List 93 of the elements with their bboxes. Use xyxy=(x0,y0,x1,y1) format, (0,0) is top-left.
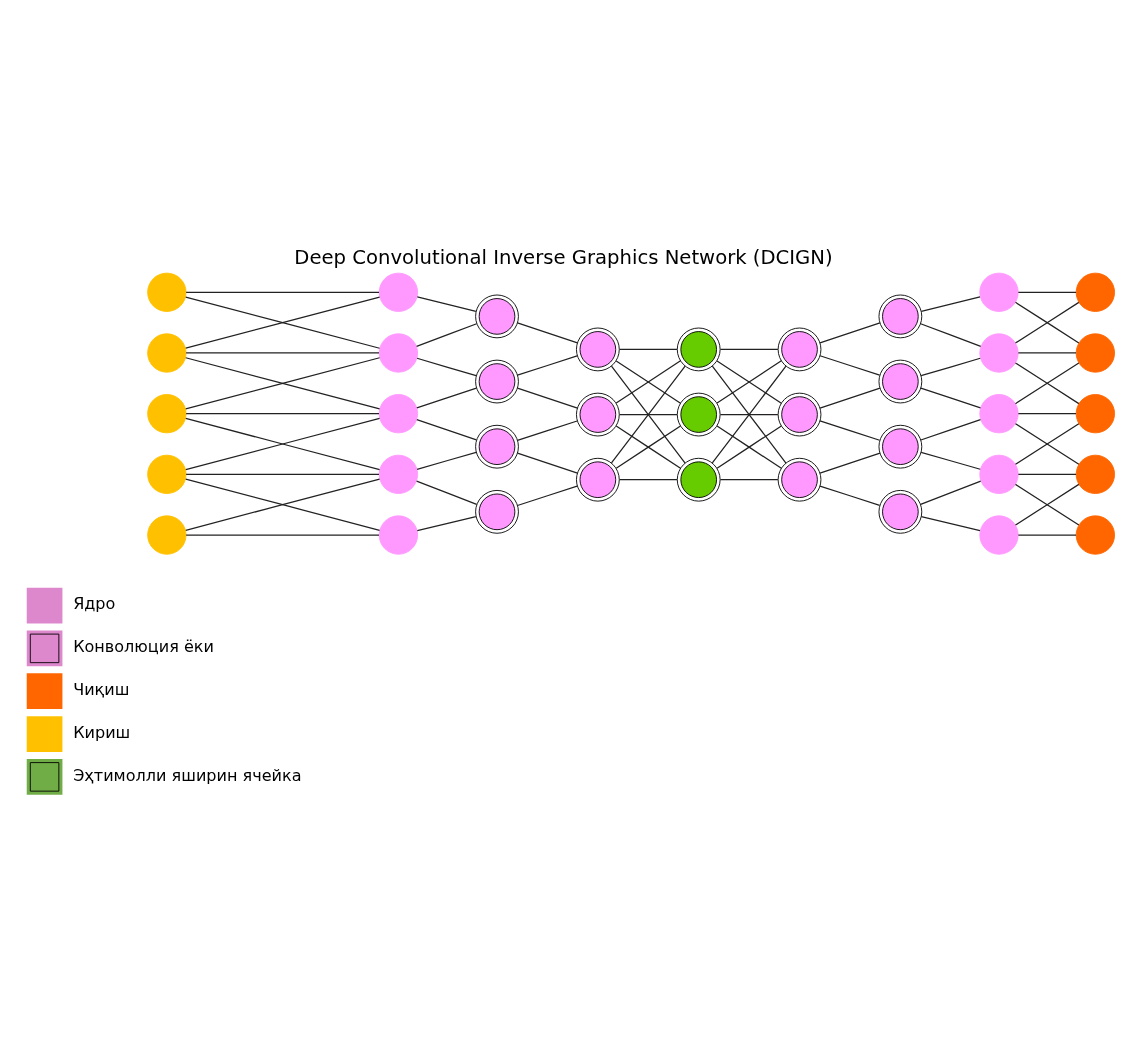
connector xyxy=(416,516,477,532)
connector xyxy=(516,322,579,344)
node-circle xyxy=(878,424,923,469)
node-circle xyxy=(1075,394,1115,434)
connector xyxy=(819,420,881,441)
connector xyxy=(1017,473,1077,475)
connector xyxy=(719,348,779,351)
connector xyxy=(1017,413,1077,415)
node-circle xyxy=(378,394,419,434)
connector xyxy=(716,425,782,469)
node-circle xyxy=(147,333,187,373)
node-circle xyxy=(979,272,1019,312)
node-circle xyxy=(676,392,721,437)
connector xyxy=(185,473,380,475)
connector xyxy=(416,387,477,409)
connector xyxy=(416,480,478,505)
connector xyxy=(185,478,381,531)
connector xyxy=(615,360,682,404)
node-circle xyxy=(378,454,419,494)
connector xyxy=(516,420,578,441)
connector xyxy=(920,357,981,377)
connector xyxy=(719,413,779,416)
connector xyxy=(618,348,678,351)
connector xyxy=(185,357,381,410)
node-circle xyxy=(378,272,419,312)
connector xyxy=(1017,291,1077,293)
node-circle xyxy=(378,333,419,373)
node-circle xyxy=(777,457,822,502)
connector xyxy=(1014,423,1080,465)
connector xyxy=(185,296,381,349)
node-circle xyxy=(1075,333,1115,373)
connector xyxy=(1017,352,1077,354)
connector xyxy=(185,291,380,293)
connector xyxy=(416,357,477,377)
connector xyxy=(416,419,477,441)
node-circle xyxy=(147,454,187,494)
connector xyxy=(185,352,380,354)
node-circle xyxy=(676,327,721,372)
connector xyxy=(920,419,982,441)
node-circle xyxy=(1075,272,1115,312)
connector xyxy=(1014,483,1080,526)
node-circle xyxy=(979,454,1019,494)
legend-label: Конволюция ёки xyxy=(73,637,214,657)
connector xyxy=(920,516,981,532)
connector xyxy=(185,413,380,415)
connector xyxy=(716,360,782,404)
diagram-title: Deep Convolutional Inverse Graphics Network (DCIGN) xyxy=(294,245,833,269)
node-circle xyxy=(777,392,822,437)
connector xyxy=(819,387,881,409)
connector xyxy=(610,365,686,464)
connector xyxy=(819,452,881,474)
connector xyxy=(1014,301,1080,344)
connector xyxy=(516,452,579,474)
node-circle xyxy=(979,333,1019,373)
connector xyxy=(1017,534,1077,536)
connector xyxy=(920,451,981,470)
node-circle xyxy=(147,515,187,555)
connector xyxy=(516,485,578,507)
connector xyxy=(416,323,478,348)
connector xyxy=(711,365,787,464)
node-circle xyxy=(676,457,721,502)
connector xyxy=(920,480,982,505)
node-circle xyxy=(147,272,187,312)
connector xyxy=(1014,362,1080,405)
connector xyxy=(615,425,682,469)
connector xyxy=(618,479,678,481)
node-circle xyxy=(979,515,1019,555)
connector xyxy=(416,296,477,312)
node-circle xyxy=(979,394,1019,434)
connector xyxy=(416,451,477,470)
node-circle xyxy=(1075,454,1115,494)
node-circle xyxy=(878,359,923,404)
connector xyxy=(185,534,380,536)
connector xyxy=(516,387,579,409)
node-circle xyxy=(878,294,923,339)
connector xyxy=(185,417,381,471)
connector xyxy=(516,355,578,376)
node-circle xyxy=(147,394,187,434)
connector xyxy=(819,355,881,376)
connector xyxy=(819,322,881,344)
legend-label: Эҳтимолли яширин ячейка xyxy=(73,765,302,785)
legend-label: Ядро xyxy=(73,594,116,614)
node-circle xyxy=(378,515,419,555)
node-circle xyxy=(777,327,822,372)
connector xyxy=(719,479,779,481)
connector xyxy=(920,323,982,348)
legend-label: Кириш xyxy=(73,722,131,742)
node-circle xyxy=(1075,515,1115,555)
connector xyxy=(618,413,678,416)
legend-label: Чиқиш xyxy=(73,680,130,700)
connector xyxy=(920,387,982,409)
connector xyxy=(819,485,881,506)
connector xyxy=(920,296,981,313)
